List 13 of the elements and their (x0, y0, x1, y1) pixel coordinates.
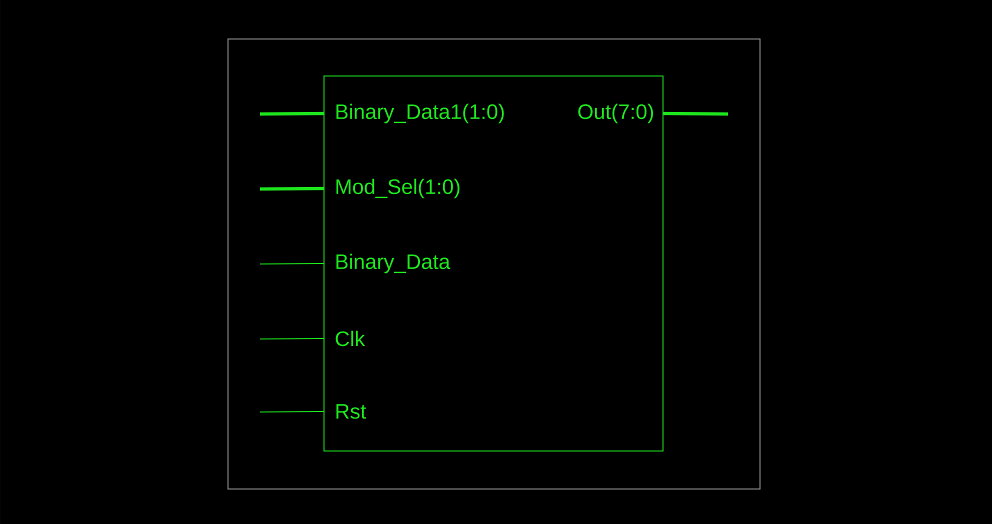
pin-line (260, 112, 324, 116)
pin-label: Rst (336, 404, 366, 419)
pin-line (260, 186, 324, 191)
pin-line (260, 410, 324, 412)
block-symbol (324, 76, 664, 452)
pin-line (260, 263, 324, 264)
pin-label: Binary_Data (336, 254, 450, 274)
pin-label: Clk (336, 330, 366, 346)
pin-line (260, 338, 324, 340)
pin-label: Out(7:0) (578, 104, 653, 124)
pin-line (664, 112, 728, 116)
pin-label: Mod_Sel(1:0) (336, 178, 460, 198)
pin-label: Binary_Data1(1:0) (336, 104, 504, 124)
